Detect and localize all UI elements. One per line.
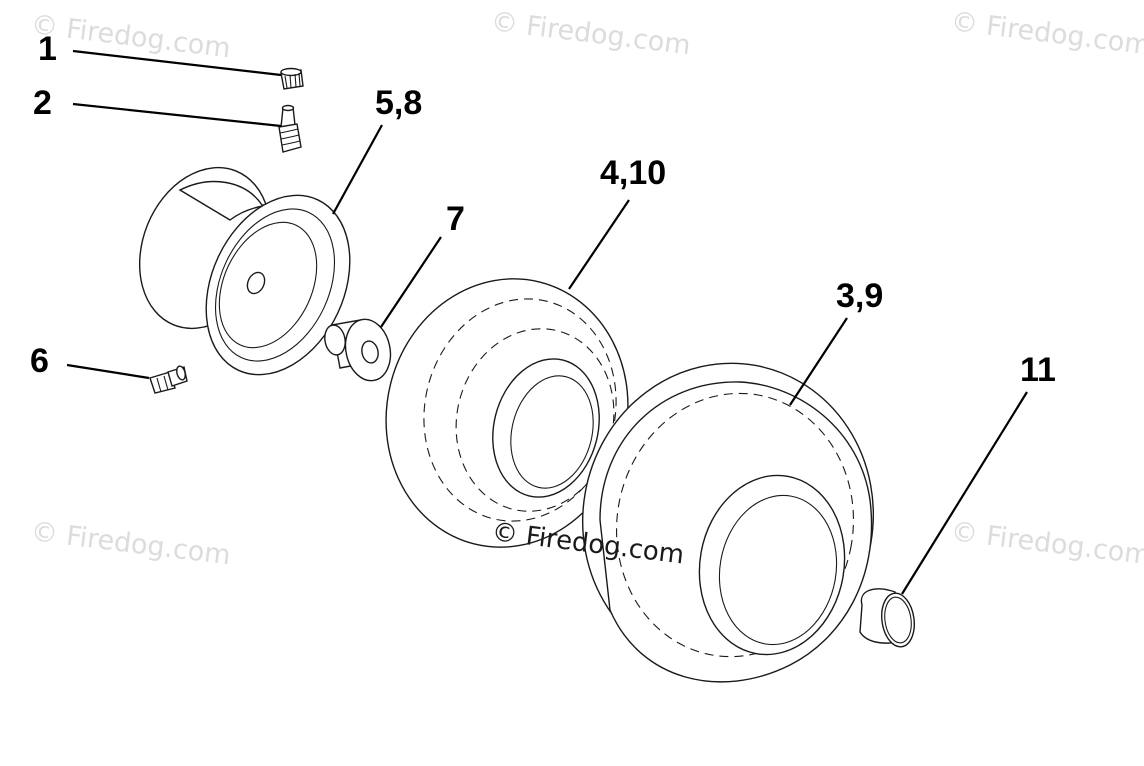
part-1-valve-cap bbox=[280, 67, 304, 90]
callout-6: 6 bbox=[30, 342, 49, 380]
watermark-top-center: © Firedog.com bbox=[489, 6, 692, 61]
callout-4-10: 4,10 bbox=[600, 154, 666, 192]
watermark-bottom-left: © Firedog.com bbox=[29, 516, 232, 571]
callout-3-9: 3,9 bbox=[836, 277, 883, 315]
part-4-10-front-tire bbox=[385, 278, 629, 548]
part-2-valve-stem bbox=[278, 104, 302, 153]
part-5-8-rim bbox=[138, 166, 351, 376]
callout-labels: 1 2 5,8 4,10 7 3,9 11 6 bbox=[30, 30, 1056, 389]
callout-1: 1 bbox=[38, 30, 57, 68]
part-6-grease-fitting bbox=[149, 365, 188, 394]
part-7-bushing bbox=[324, 318, 392, 382]
callout-2: 2 bbox=[33, 84, 52, 122]
callout-5-8: 5,8 bbox=[375, 84, 422, 122]
watermark-bottom-right: © Firedog.com bbox=[949, 516, 1144, 571]
part-3-9-rear-tire bbox=[581, 362, 875, 683]
part-11-hub-cap bbox=[859, 588, 915, 648]
leader-lines bbox=[66, 49, 1028, 595]
callout-11: 11 bbox=[1020, 351, 1056, 389]
callout-7: 7 bbox=[446, 200, 465, 238]
watermark-top-right: © Firedog.com bbox=[949, 6, 1144, 61]
watermark-top-left: © Firedog.com bbox=[29, 9, 232, 64]
